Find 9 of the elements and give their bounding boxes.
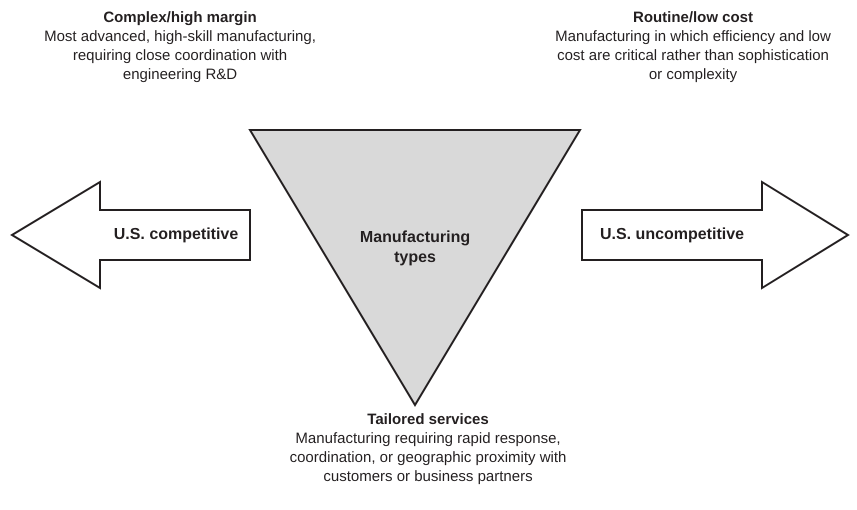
shape-label: U.S. competitive <box>112 225 240 245</box>
category-description: Manufacturing in which efficiency and low cost are critical rather than sophistication or complexity <box>554 27 832 84</box>
shape-label: U.S. uncompetitive <box>598 225 746 245</box>
category-heading: Routine/low cost <box>632 8 754 27</box>
category-description: Most advanced, high-skill manufacturing, requiring close coordination with engineering R&D <box>43 27 317 84</box>
category-heading: Complex/high margin <box>102 8 258 27</box>
shape-label: Manufacturing types <box>358 228 472 268</box>
category-description: Manufacturing requiring rapid response, coordination, or geographic proximity with customers or business partners <box>288 429 568 486</box>
category-heading: Tailored services <box>366 410 490 429</box>
